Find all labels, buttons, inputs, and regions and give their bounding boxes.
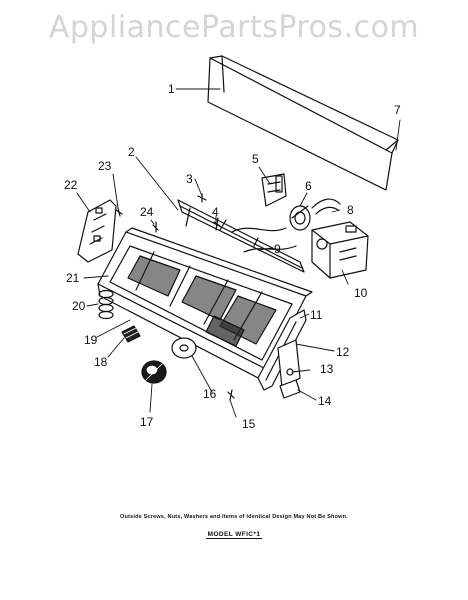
footer-note: Outside Screws, Nuts, Washers and Items … — [120, 514, 348, 520]
part-backsplash-bracket — [177, 199, 305, 273]
callout-4: 4 — [212, 205, 219, 219]
callout-6: 6 — [305, 179, 312, 193]
callout-12: 12 — [336, 345, 350, 359]
part-screw-24 — [152, 221, 159, 233]
callout-13: 13 — [320, 362, 334, 376]
callout-7: 7 — [394, 103, 401, 117]
callout-23: 23 — [98, 159, 112, 173]
part-top-cover — [207, 55, 399, 191]
callout-15: 15 — [242, 417, 256, 431]
callout-16: 16 — [203, 387, 217, 401]
callout-22: 22 — [64, 178, 78, 192]
part-clip — [121, 325, 141, 343]
model-label-wrap: MODEL WFIC*1 — [0, 531, 468, 539]
leader-lines — [76, 88, 401, 418]
callout-19: 19 — [84, 333, 98, 347]
part-wire-connector — [311, 198, 341, 215]
model-label: MODEL WFIC*1 — [205, 531, 263, 539]
callout-9: 9 — [274, 242, 281, 256]
callout-5: 5 — [252, 152, 259, 166]
part-terminal-block — [261, 173, 287, 207]
callout-8: 8 — [347, 203, 354, 217]
callout-3: 3 — [186, 172, 193, 186]
callout-17: 17 — [140, 415, 154, 429]
callout-labels: 1 2 3 4 5 6 7 8 9 10 11 12 13 14 15 16 1… — [64, 82, 401, 431]
callout-20: 20 — [72, 299, 86, 313]
part-screw-23 — [115, 207, 123, 217]
site-watermark: AppliancePartsPros.com — [48, 10, 420, 45]
callout-11: 11 — [310, 308, 323, 322]
part-actuator — [289, 205, 311, 231]
callout-14: 14 — [318, 394, 332, 408]
callout-18: 18 — [94, 355, 108, 369]
callout-1: 1 — [168, 82, 175, 96]
callout-24: 24 — [140, 205, 154, 219]
part-screw-15 — [227, 389, 235, 401]
part-knob — [141, 360, 167, 384]
part-springs — [98, 289, 114, 320]
part-side-bracket-left — [77, 199, 117, 263]
callout-21: 21 — [66, 271, 80, 285]
part-timer — [311, 221, 369, 279]
callout-10: 10 — [354, 286, 368, 300]
part-wire-harness — [231, 227, 297, 253]
part-foot-bracket — [279, 379, 301, 399]
callout-2: 2 — [128, 145, 135, 159]
part-dial-skirt — [171, 337, 197, 359]
part-screw-4 — [213, 217, 221, 231]
